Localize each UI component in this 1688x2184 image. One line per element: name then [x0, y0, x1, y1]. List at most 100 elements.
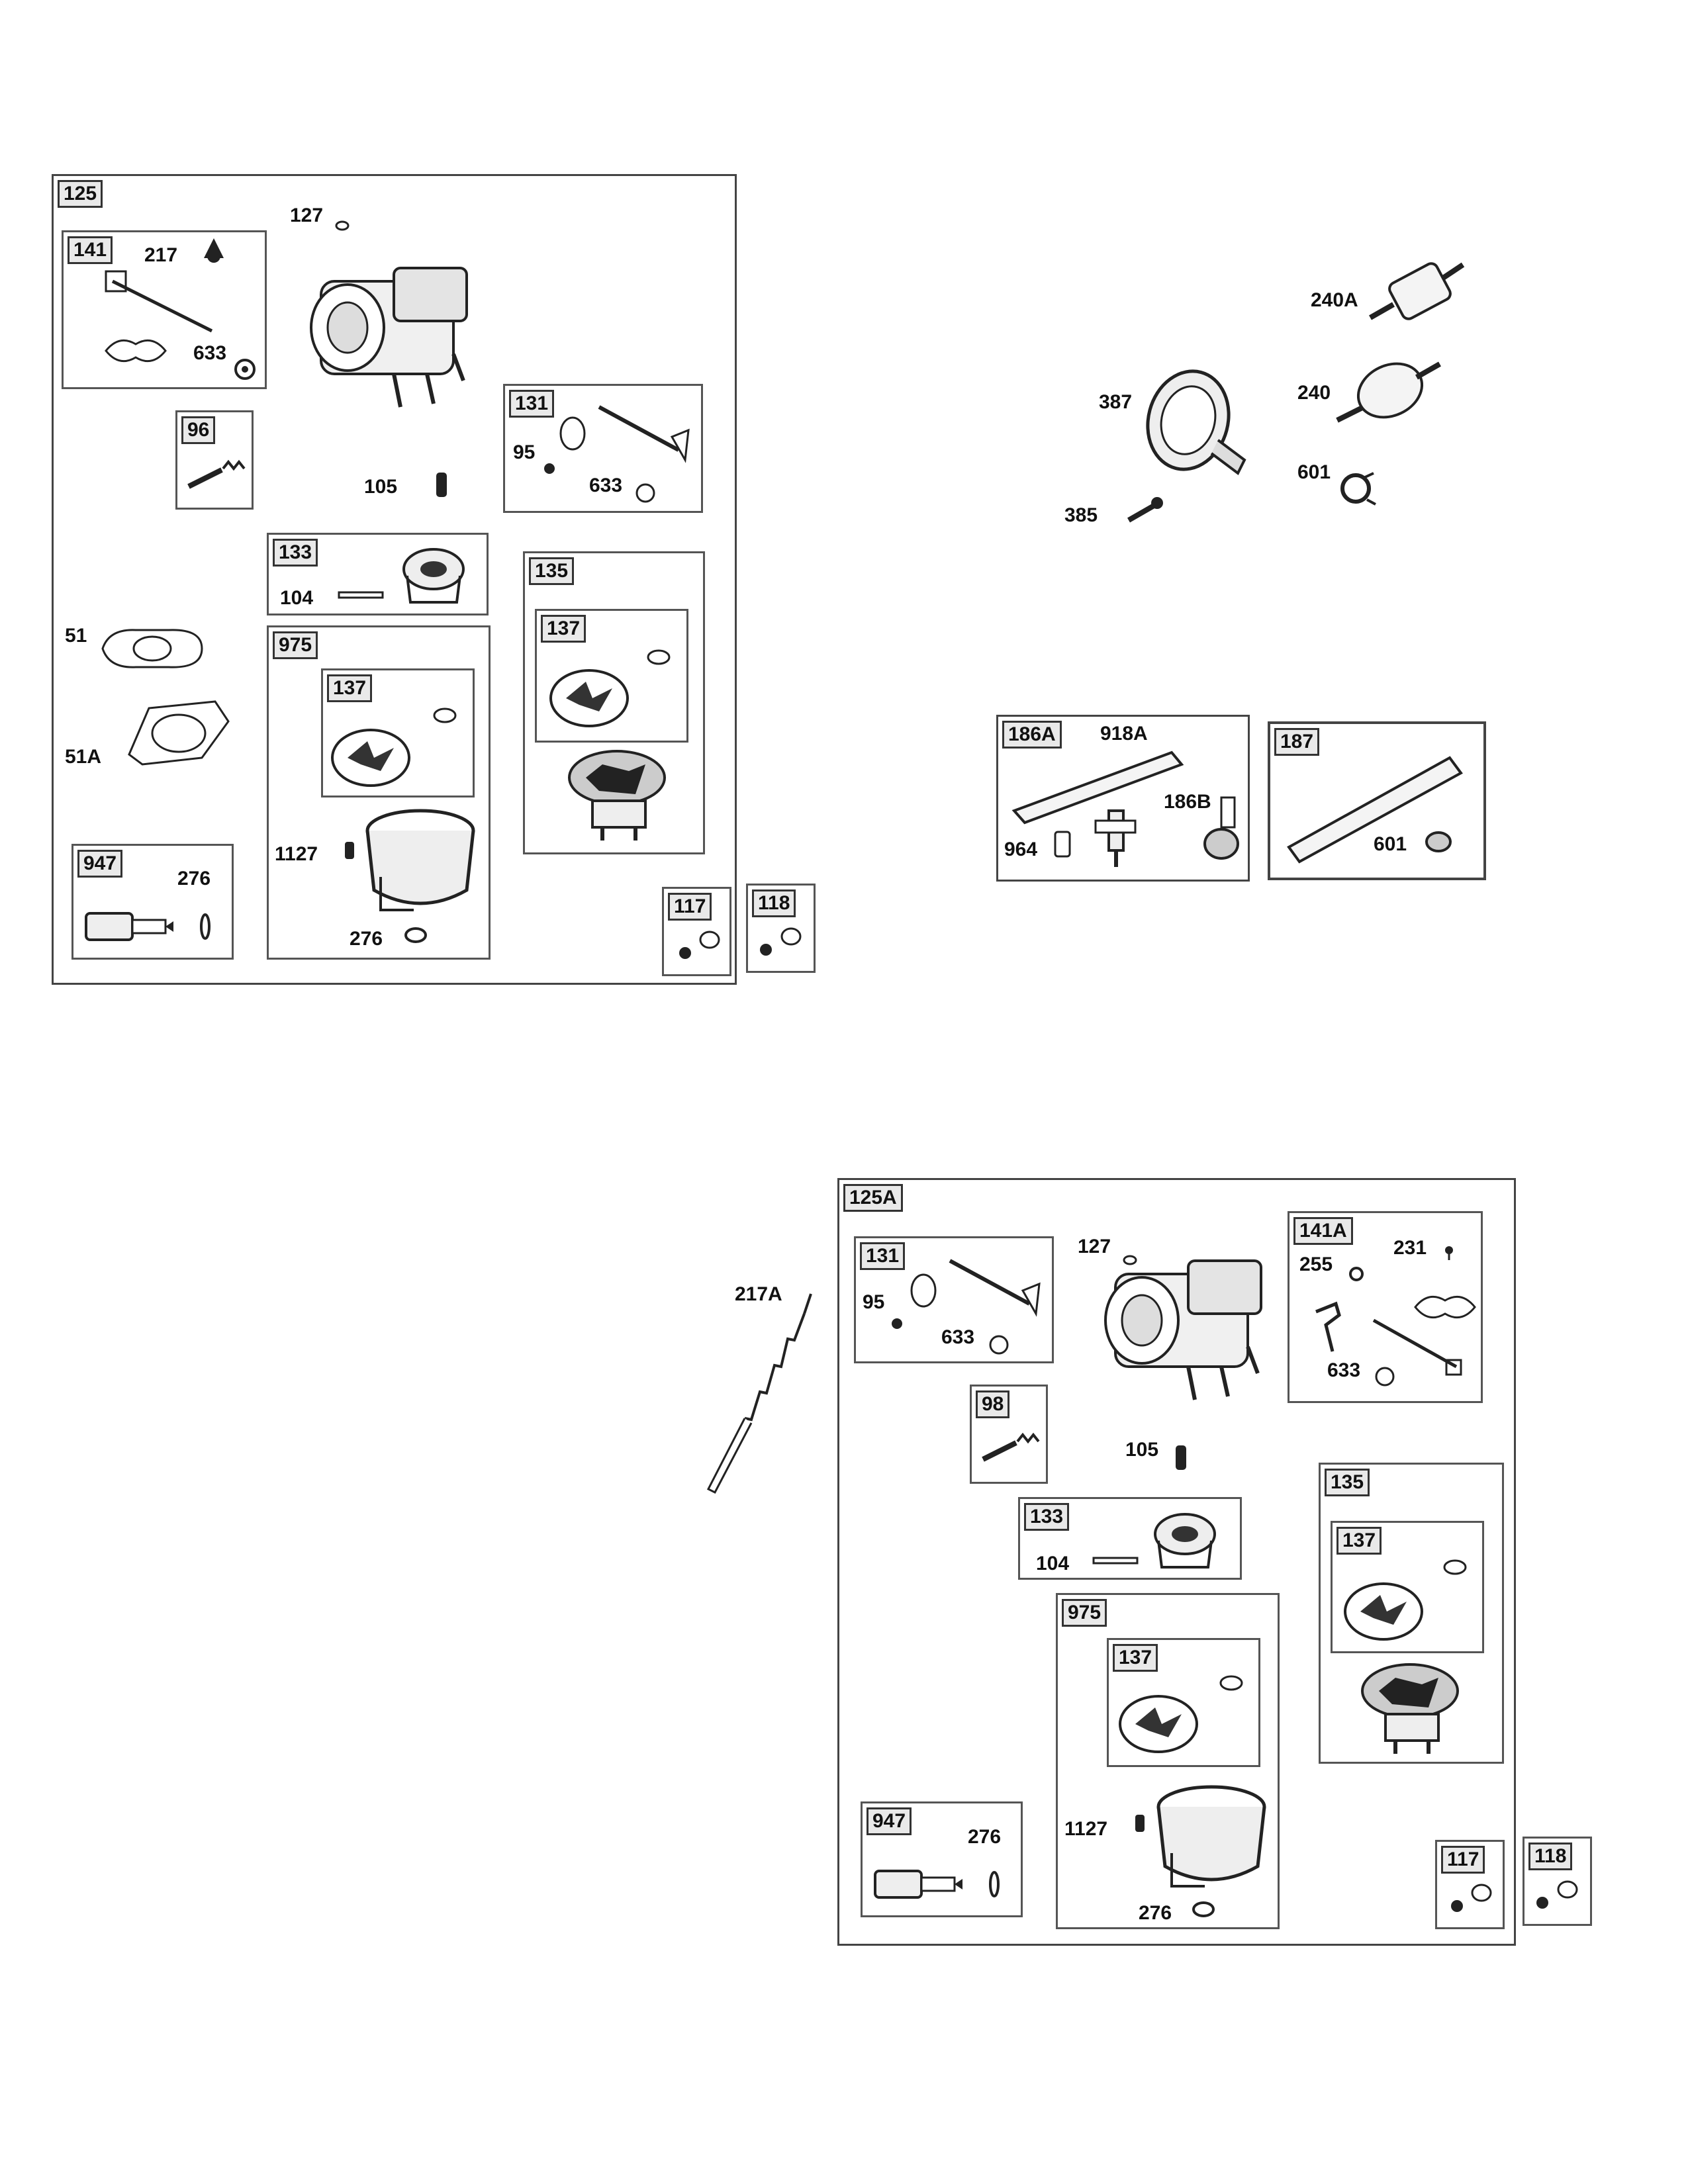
gasket-icon [328, 725, 414, 791]
label-104: 104 [280, 587, 314, 609]
label-276: 276 [350, 928, 383, 950]
gasket-51a-icon [122, 695, 235, 768]
kit-box-135b: 135 [1319, 1463, 1504, 1764]
choke-shaft-icon [99, 265, 232, 344]
gasket-icon [1340, 1578, 1427, 1645]
label-255: 255 [1299, 1253, 1333, 1275]
fuel-line-kit-186a: 186A [996, 715, 1250, 882]
float-bowl-icon [1152, 1780, 1271, 1893]
float-bowl-top-icon [563, 745, 672, 841]
solenoid-box-947b: 947 [861, 1801, 1023, 1917]
screw-washer-icon [1451, 1876, 1500, 1912]
throttle-shaft-box-131b: 131 [854, 1236, 1054, 1363]
choke-lever-icon [1309, 1298, 1356, 1358]
label-633d: 633 [1327, 1359, 1361, 1381]
jet-icon [1176, 1445, 1186, 1470]
seal-icon [1192, 1901, 1215, 1918]
label-1127b: 1127 [1064, 1818, 1108, 1840]
part-tag-125: 125 [58, 180, 103, 208]
label-217a: 217A [735, 1283, 782, 1305]
part-tag-117: 117 [1441, 1846, 1485, 1874]
label-601: 601 [1297, 461, 1331, 483]
part-tag-975: 975 [1062, 1599, 1107, 1627]
screw-spring-icon [976, 1423, 1043, 1469]
choke-plate-icon [1409, 1287, 1481, 1327]
float-pin-icon [338, 591, 384, 599]
choke-shaft-icon [1367, 1314, 1466, 1380]
gasket-icon [546, 665, 632, 731]
screw-icon [544, 463, 555, 474]
float-bowl-icon [361, 804, 480, 917]
part-tag-135: 135 [529, 557, 575, 585]
screw-washer-icon [760, 920, 811, 956]
bowl-kit-box-975: 975 [267, 625, 491, 960]
choke-screw-icon [1349, 1265, 1364, 1283]
label-95: 95 [513, 441, 536, 463]
fuel-hose-icon [1281, 748, 1470, 864]
box-96: 96 [175, 410, 254, 510]
label-387: 387 [1099, 391, 1133, 413]
fuel-valve-icon [1089, 804, 1142, 870]
governor-spring-rod-icon [695, 1287, 821, 1499]
part-tag-125a: 125A [843, 1184, 903, 1212]
gasket-box-137b-lower: 137 [1107, 1638, 1260, 1767]
label-127: 127 [290, 205, 324, 226]
label-276b: 276 [177, 868, 211, 889]
choke-pin-icon [1445, 1246, 1453, 1261]
label-964: 964 [1004, 839, 1038, 860]
label-127b: 127 [1078, 1236, 1111, 1257]
jet-icon [436, 473, 447, 497]
pump-screw-icon [1125, 497, 1163, 525]
float-icon [1145, 1508, 1221, 1574]
fuel-hose-icon [1006, 745, 1192, 824]
box-117b: 117 [1435, 1840, 1505, 1929]
box-117: 117 [662, 887, 731, 976]
part-tag-96: 96 [181, 416, 216, 444]
kit-box-135: 135 [523, 551, 705, 854]
solenoid-box-947: 947 [71, 844, 234, 960]
part-tag-133: 133 [1024, 1503, 1070, 1531]
label-104b: 104 [1036, 1553, 1070, 1574]
gasket-box-137-lower: 137 [321, 668, 475, 797]
part-tag-131: 131 [509, 390, 555, 418]
hose-clamp-icon [1337, 470, 1377, 506]
float-box-133b: 133 [1018, 1497, 1242, 1580]
fuel-filter-240-icon [1331, 351, 1443, 430]
throttle-plate-icon [556, 414, 589, 453]
part-tag-975: 975 [273, 631, 318, 659]
part-tag-98: 98 [976, 1390, 1010, 1418]
solenoid-icon [868, 1861, 1014, 1907]
label-95b: 95 [863, 1291, 885, 1313]
part-tag-186a: 186A [1002, 721, 1062, 749]
box-98: 98 [970, 1385, 1048, 1484]
choke-kit-box-141a: 141A [1288, 1211, 1483, 1403]
label-601b: 601 [1374, 833, 1407, 855]
label-51a: 51A [65, 746, 102, 768]
fuel-line-cap-icon [1053, 829, 1072, 859]
label-276c: 276 [1139, 1902, 1172, 1924]
label-633c: 633 [941, 1326, 975, 1348]
choke-knob-icon [204, 238, 224, 263]
carburetor-assembly-125: 125 [52, 174, 737, 985]
seal-icon [988, 1334, 1010, 1356]
label-918a: 918A [1100, 723, 1148, 745]
label-217: 217 [144, 244, 178, 266]
part-tag-947: 947 [867, 1807, 912, 1835]
o-ring-icon [1218, 1674, 1244, 1692]
label-385: 385 [1064, 504, 1098, 526]
fuel-valve-186b-icon [1198, 794, 1244, 867]
label-105b: 105 [1125, 1439, 1159, 1461]
o-ring-icon [1442, 1559, 1468, 1576]
fuel-line-box-187: 187 [1268, 721, 1486, 880]
choke-plate-icon [99, 331, 172, 371]
throttle-shaft-icon [943, 1251, 1043, 1324]
seal-icon [404, 927, 428, 944]
gasket-box-137-upper: 137 [535, 609, 688, 743]
seal-icon [233, 357, 257, 381]
part-tag-118: 118 [752, 889, 796, 917]
part-tag-137: 137 [541, 615, 586, 643]
label-1127: 1127 [275, 843, 318, 865]
gasket-51-icon [96, 622, 209, 675]
part-tag-137: 137 [1336, 1527, 1382, 1555]
o-ring-icon [334, 220, 350, 232]
